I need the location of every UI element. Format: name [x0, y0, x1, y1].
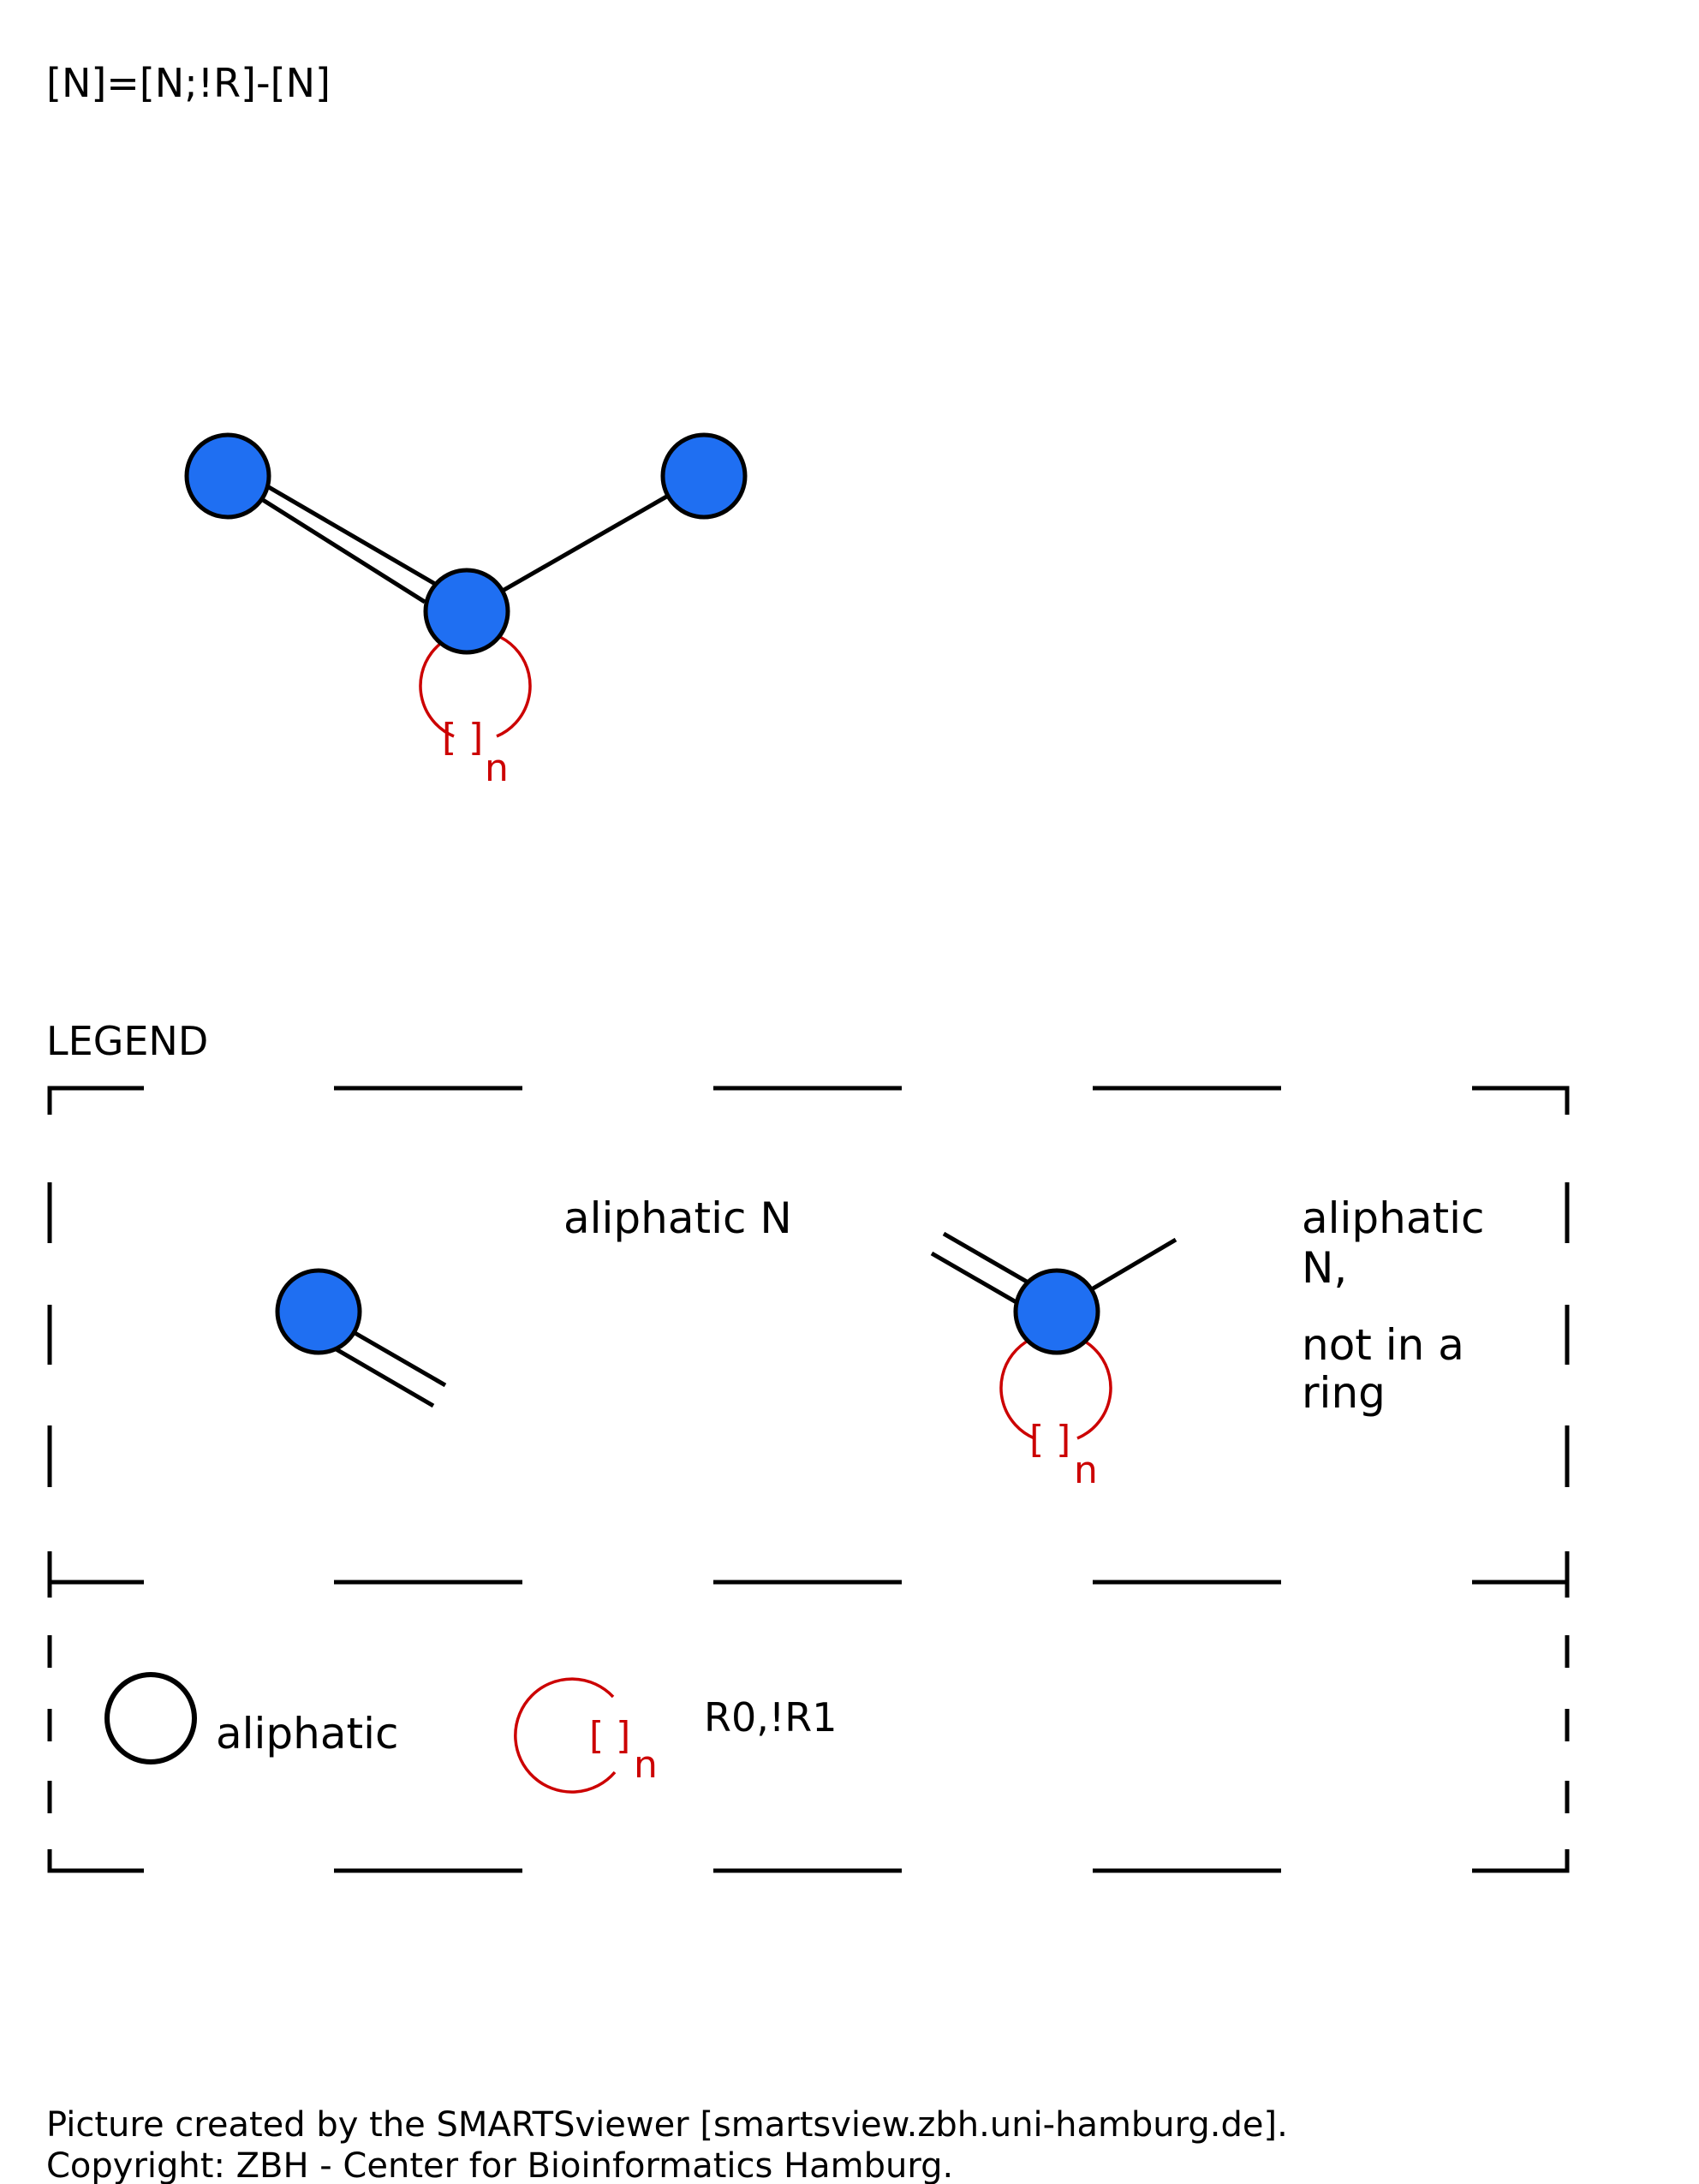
footer-credit: Picture created by the SMARTSviewer [sma…: [46, 2105, 1288, 2145]
legend-entry-aliphatic-n: aliphatic N: [275, 1193, 792, 1408]
main-molecule: [ ] n: [184, 432, 748, 790]
ring-key-subscript: n: [634, 1743, 658, 1787]
aliphatic-key-label: aliphatic: [216, 1709, 398, 1759]
ring-key-label: R0,!R1: [704, 1694, 838, 1741]
footer-copyright: Copyright: ZBH - Center for Bioinformati…: [46, 2146, 953, 2184]
legend2-ring-subscript: n: [1074, 1449, 1098, 1492]
atom-n2: [423, 568, 510, 655]
legend-label-line-2: N,: [1302, 1243, 1347, 1293]
legend2-double-bond-line-2: [930, 1251, 1033, 1313]
legend-atom-1: [275, 1268, 362, 1355]
aliphatic-key-circle: [104, 1672, 197, 1764]
ring-key-bracket: [ ]: [589, 1714, 630, 1758]
legend-key: aliphatic [ ] n R0,!R1: [104, 1672, 838, 1794]
smarts-title: [N]=[N;!R]-[N]: [46, 60, 331, 106]
legend2-ring-bracket: [ ]: [1029, 1418, 1070, 1461]
legend-label-line-1: aliphatic: [1302, 1193, 1484, 1243]
single-bond: [465, 473, 706, 614]
legend-label-line-3: not in a: [1302, 1320, 1464, 1370]
legend-label-line-4: ring: [1302, 1368, 1386, 1418]
legend-heading: LEGEND: [46, 1018, 208, 1064]
ring-bracket-label: [ ]: [442, 716, 483, 759]
legend-label-aliphatic-n: aliphatic N: [563, 1193, 792, 1243]
atom-n3: [660, 432, 748, 520]
double-bond-line-2: [245, 487, 426, 604]
legend-atom-2: [1013, 1268, 1100, 1355]
legend-entry-aliphatic-n-not-ring: [ ] n aliphatic N, not in a ring: [930, 1193, 1484, 1492]
ring-subscript-label: n: [485, 747, 509, 790]
legend-frame: [47, 1086, 1570, 1873]
atom-n1: [184, 432, 271, 520]
ring-key-indicator: [514, 1677, 617, 1794]
